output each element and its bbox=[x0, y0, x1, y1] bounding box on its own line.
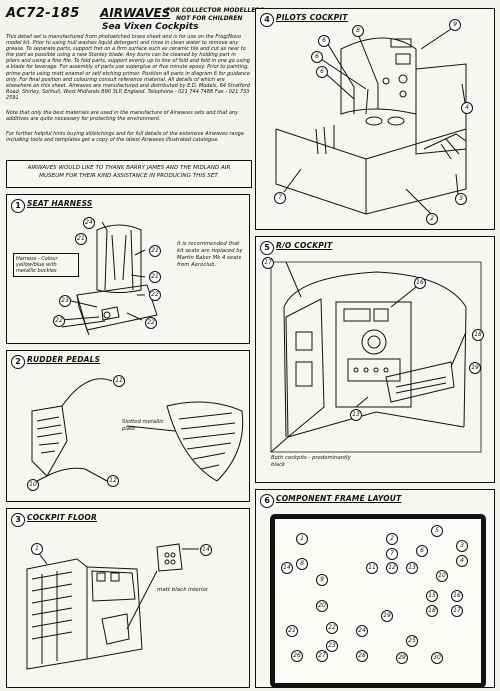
ro-note: Both cockpits - predominantly black bbox=[271, 455, 351, 468]
panel-number: 4 bbox=[260, 13, 274, 27]
callout: 17 bbox=[262, 257, 274, 269]
callout: 18 bbox=[472, 329, 484, 341]
fret-part: 15 bbox=[426, 590, 438, 602]
callout: 22 bbox=[53, 315, 65, 327]
panel-rudder-pedals: 2 RUDDER PEDALS 11 10 12 Slotted metalli… bbox=[6, 350, 250, 502]
callout: 21 bbox=[75, 233, 87, 245]
fret-part: 8 bbox=[296, 558, 308, 570]
fret-part: 7 bbox=[386, 548, 398, 560]
callout: 7 bbox=[274, 192, 286, 204]
panel-title: R/O COCKPIT bbox=[276, 241, 333, 250]
callout: 8 bbox=[352, 25, 364, 37]
fret-part: 29 bbox=[396, 652, 408, 664]
callout: 22 bbox=[149, 289, 161, 301]
panel-number: 5 bbox=[260, 241, 274, 255]
panel-title: RUDDER PEDALS bbox=[27, 355, 101, 364]
fret-part: 25 bbox=[406, 635, 418, 647]
header-code: AC72-185 bbox=[6, 6, 80, 21]
panel-title: COCKPIT FLOOR bbox=[27, 513, 97, 522]
fret-part: 26 bbox=[291, 650, 303, 662]
callout: 12 bbox=[107, 475, 119, 487]
callout: 19 bbox=[469, 362, 481, 374]
callout: 22 bbox=[145, 317, 157, 329]
fret-part: 21 bbox=[286, 625, 298, 637]
fret-part: 27 bbox=[316, 650, 328, 662]
fret-part: 6 bbox=[416, 545, 428, 557]
pilots-cockpit-drawing bbox=[275, 26, 467, 215]
callout: 16 bbox=[414, 277, 426, 289]
callout: 13 bbox=[350, 409, 362, 421]
panel-title: PILOTS COCKPIT bbox=[276, 13, 348, 22]
fret-part: 1 bbox=[296, 533, 308, 545]
panel-title: SEAT HARNESS bbox=[27, 199, 93, 208]
header-brand: AIRWAVES bbox=[100, 6, 171, 20]
fret-part: 24 bbox=[356, 625, 368, 637]
floor-note: matt black interior bbox=[157, 587, 209, 593]
rudder-pedals-drawing bbox=[31, 378, 244, 482]
panel-number: 6 bbox=[260, 494, 274, 508]
seat-note: It is recommended that kit seats are rep… bbox=[177, 241, 243, 268]
fret-part: 16 bbox=[451, 590, 463, 602]
fret-part: 11 bbox=[366, 562, 378, 574]
fret-part: 23 bbox=[326, 640, 338, 652]
fret-part: 30 bbox=[431, 652, 443, 664]
callout: 21 bbox=[149, 245, 161, 257]
panel-number: 1 bbox=[11, 199, 25, 213]
panel-number: 3 bbox=[11, 513, 25, 527]
seat-harness-drawing bbox=[60, 221, 158, 336]
fret-part: 5 bbox=[431, 525, 443, 537]
cockpit-floor-drawing bbox=[26, 543, 199, 670]
fret-part: 12 bbox=[386, 562, 398, 574]
panel-component-frame: 6 COMPONENT FRAME LAYOUT 1 2 3 4 5 6 7 8… bbox=[255, 489, 495, 688]
callout: 14 bbox=[200, 544, 212, 556]
callout: 24 bbox=[83, 217, 95, 229]
callout: 6 bbox=[316, 66, 328, 78]
thanks-text: AIRWAVES WOULD LIKE TO THANK BARRY JAMES… bbox=[27, 165, 231, 179]
fret-part: 18 bbox=[426, 605, 438, 617]
fret-part: 3 bbox=[456, 540, 468, 552]
fret-part: 22 bbox=[326, 622, 338, 634]
panel-number: 2 bbox=[11, 355, 25, 369]
panel-cockpit-floor: 3 COCKPIT FLOOR 1 14 matt black interior bbox=[6, 508, 250, 688]
callout: 23 bbox=[59, 295, 71, 307]
fret-callouts: 1 2 3 4 5 6 7 8 9 10 11 12 13 14 15 16 1… bbox=[256, 490, 494, 687]
header-subtitle: Sea Vixen Cockpits bbox=[102, 22, 199, 32]
fret-part: 13 bbox=[406, 562, 418, 574]
pedal-note: Slotted metallic plate bbox=[122, 419, 164, 432]
fret-part: 20 bbox=[316, 600, 328, 612]
panel-pilots-cockpit: 4 PILOTS COCKPIT bbox=[255, 8, 495, 230]
intro-paragraph-1: This detail set is manufactured from pho… bbox=[6, 34, 250, 101]
callout: 10 bbox=[27, 479, 39, 491]
ro-cockpit-drawing bbox=[270, 261, 482, 453]
header-tagline-2: NOT FOR CHILDREN bbox=[176, 15, 243, 22]
callout: 3 bbox=[455, 193, 467, 205]
callout: 11 bbox=[113, 375, 125, 387]
callout: 21 bbox=[149, 271, 161, 283]
panel-ro-cockpit: 5 R/O COCKPIT bbox=[255, 236, 495, 483]
callout: 1 bbox=[31, 543, 43, 555]
callout: 6 bbox=[318, 35, 330, 47]
callout: 4 bbox=[461, 102, 473, 114]
fret-part: 14 bbox=[281, 562, 293, 574]
callout: 2 bbox=[426, 213, 438, 225]
intro-paragraph-2: Note that only the best materials are us… bbox=[6, 110, 239, 123]
fret-part: 9 bbox=[316, 574, 328, 586]
intro-paragraph-3: For further helpful hints buying all/etc… bbox=[6, 131, 244, 144]
fret-part: 28 bbox=[356, 650, 368, 662]
panel-seat-harness: 1 SEAT HARNESS 24 21 21 21 22 23 22 22 H… bbox=[6, 194, 250, 344]
fret-part: 10 bbox=[436, 570, 448, 582]
thanks-box: AIRWAVES WOULD LIKE TO THANK BARRY JAMES… bbox=[6, 160, 252, 188]
panel-title: COMPONENT FRAME LAYOUT bbox=[276, 494, 402, 503]
header-tagline-1: FOR COLLECTOR MODELLERS bbox=[166, 7, 265, 14]
callout: 9 bbox=[449, 19, 461, 31]
fret-part: 4 bbox=[456, 555, 468, 567]
fret-part: 2 bbox=[386, 533, 398, 545]
callout: 6 bbox=[311, 51, 323, 63]
fret-part: 17 bbox=[451, 605, 463, 617]
harness-note: Harness - Colour yellow/blue with metall… bbox=[13, 253, 79, 277]
fret-part: 19 bbox=[381, 610, 393, 622]
